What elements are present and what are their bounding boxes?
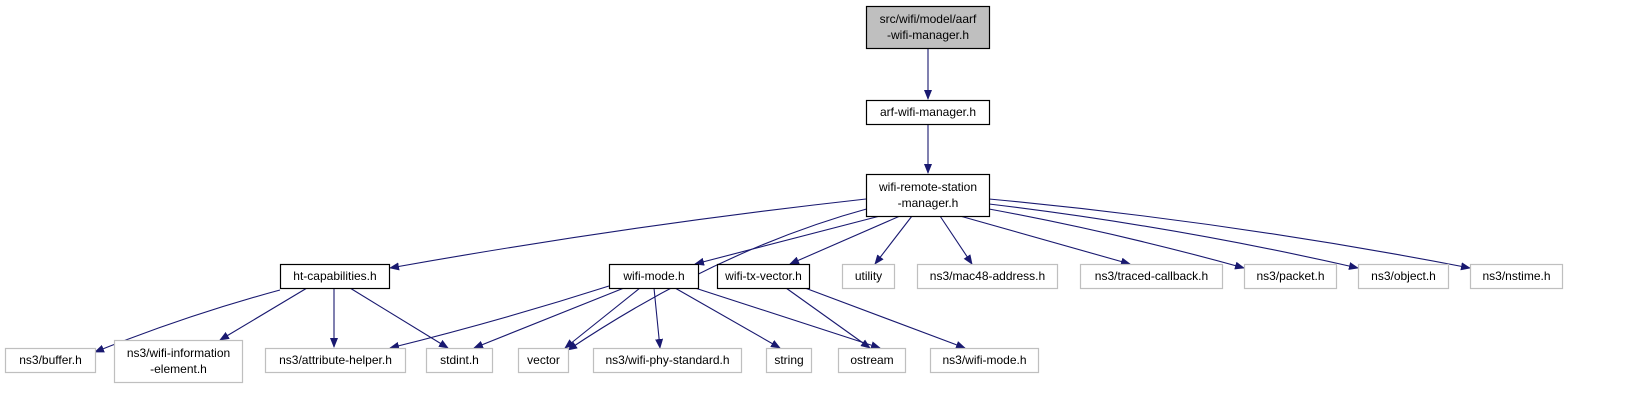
edges-layer: [94, 47, 1471, 353]
node-label-wie-line-2: -element.h: [150, 362, 207, 376]
node-box-wmode: [608, 263, 700, 290]
node-wmode[interactable]: wifi-mode.h: [608, 263, 700, 290]
node-nswm: ns3/wifi-mode.h: [929, 347, 1040, 374]
node-label-nstime: ns3/nstime.h: [1482, 269, 1550, 283]
edge-wrsm-to-ht: [389, 198, 867, 271]
node-wtx[interactable]: wifi-tx-vector.h: [716, 263, 811, 290]
node-aarf[interactable]: src/wifi/model/aarf -wifi-manager.h: [865, 5, 991, 50]
node-label-buffer: ns3/buffer.h: [19, 353, 82, 367]
node-label-aarf-line-2: -wifi-manager.h: [887, 28, 969, 42]
nodes-layer: src/wifi/model/aarf -wifi-manager.h arf-wi…: [4, 5, 1564, 384]
node-box-ostream: [837, 347, 907, 374]
node-label-string: string: [774, 353, 803, 367]
node-box-object: [1357, 263, 1450, 290]
node-box-wtx: [716, 263, 811, 290]
node-utility: utility: [841, 263, 896, 290]
node-ht[interactable]: ht-capabilities.h: [279, 263, 391, 290]
edge-wrsm-to-wmode: [694, 215, 881, 266]
edge-wtx-to-nswm: [804, 287, 966, 349]
node-mac48: ns3/mac48-address.h: [916, 263, 1059, 290]
node-box-packet: [1243, 263, 1338, 290]
node-box-aarf: [865, 5, 991, 50]
node-string: string: [765, 347, 813, 374]
node-object: ns3/object.h: [1357, 263, 1450, 290]
node-box-ht: [279, 263, 391, 290]
node-box-mac48: [916, 263, 1059, 290]
edge-ht-to-wie: [219, 287, 308, 341]
edge-wrsm-to-packet: [988, 208, 1245, 270]
edge-ht-to-stdint: [349, 287, 449, 349]
node-attr: ns3/attribute-helper.h: [264, 347, 407, 374]
node-label-nswm: ns3/wifi-mode.h: [942, 353, 1026, 367]
node-stdint: stdint.h: [425, 347, 494, 374]
edge-wmode-to-string: [674, 287, 781, 349]
node-box-nswm: [929, 347, 1040, 374]
edge-wrsm-to-wtx: [789, 215, 901, 265]
node-box-buffer: [4, 347, 97, 374]
node-label-arf: arf-wifi-manager.h: [880, 105, 976, 119]
node-label-wps: ns3/wifi-phy-standard.h: [605, 353, 729, 367]
node-label-wrsm-line-2: -manager.h: [898, 196, 959, 210]
node-box-nstime: [1469, 263, 1564, 290]
node-wrsm[interactable]: wifi-remote-station -manager.h: [865, 173, 991, 218]
node-label-vector: vector: [527, 353, 560, 367]
node-box-wps: [592, 347, 743, 374]
node-label-stdint: stdint.h: [440, 353, 479, 367]
node-box-vector: [517, 347, 570, 374]
node-box-wrsm: [865, 173, 991, 218]
node-label-aarf-line-1: src/wifi/model/aarf: [880, 12, 977, 26]
edge-wmode-to-attr: [389, 285, 610, 350]
node-label-wie-line-1: ns3/wifi-information: [127, 346, 230, 360]
edge-wrsm-to-traced: [959, 215, 1131, 266]
node-label-wrsm-line-1: wifi-remote-station: [878, 180, 977, 194]
node-box-utility: [841, 263, 896, 290]
node-label-utility: utility: [855, 269, 882, 283]
edge-wrsm-to-mac48: [939, 215, 973, 265]
edge-wmode-to-vector: [564, 287, 641, 349]
node-box-stdint: [425, 347, 494, 374]
node-wps: ns3/wifi-phy-standard.h: [592, 347, 743, 374]
node-packet: ns3/packet.h: [1243, 263, 1338, 290]
node-label-traced: ns3/traced-callback.h: [1095, 269, 1208, 283]
edge-wmode-to-ostream: [694, 287, 881, 350]
edge-wrsm-to-object: [988, 203, 1359, 270]
node-buffer: ns3/buffer.h: [4, 347, 97, 374]
node-vector: vector: [517, 347, 570, 374]
node-arf[interactable]: arf-wifi-manager.h: [865, 99, 991, 126]
node-label-ht: ht-capabilities.h: [293, 269, 376, 283]
node-box-wie: [113, 339, 244, 384]
node-label-ostream: ostream: [850, 353, 893, 367]
edge-wmode-to-wps: [653, 287, 664, 349]
node-ostream: ostream: [837, 347, 907, 374]
node-label-packet: ns3/packet.h: [1256, 269, 1324, 283]
edge-wrsm-to-utility: [874, 215, 913, 265]
node-label-wtx: wifi-tx-vector.h: [724, 269, 802, 283]
node-label-attr: ns3/attribute-helper.h: [279, 353, 392, 367]
node-box-attr: [264, 347, 407, 374]
edge-wmode-to-stdint: [473, 287, 625, 349]
node-label-mac48: ns3/mac48-address.h: [930, 269, 1045, 283]
node-label-object: ns3/object.h: [1371, 269, 1436, 283]
node-box-string: [765, 347, 813, 374]
node-box-traced: [1079, 263, 1224, 290]
node-traced: ns3/traced-callback.h: [1079, 263, 1224, 290]
node-wie: ns3/wifi-information -element.h: [113, 339, 244, 384]
node-label-wmode: wifi-mode.h: [622, 269, 684, 283]
edge-wtx-to-ostream: [785, 287, 871, 349]
node-box-arf: [865, 99, 991, 126]
edge-wrsm-to-nstime: [988, 198, 1471, 271]
node-nstime: ns3/nstime.h: [1469, 263, 1564, 290]
